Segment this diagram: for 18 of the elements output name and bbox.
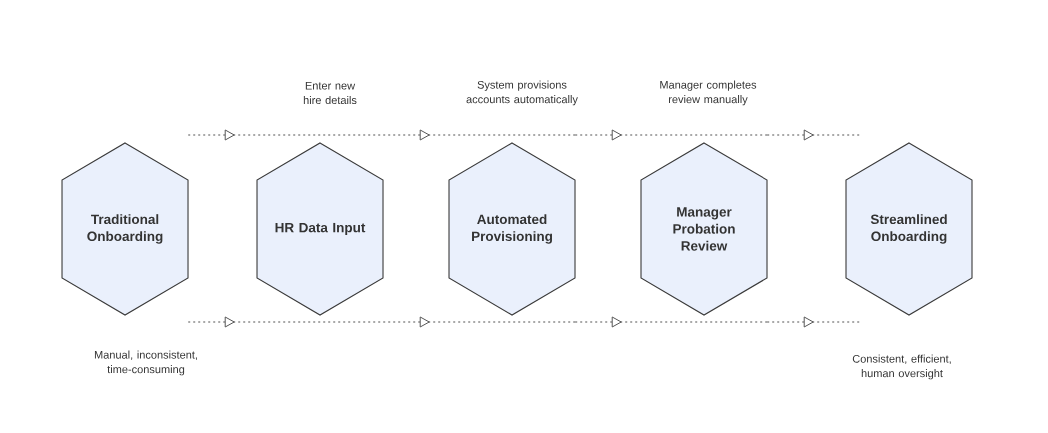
hexagon-node: Automated Provisioning <box>448 142 576 316</box>
side-note: System provisions accounts automatically <box>466 80 578 106</box>
dotted-arrow <box>766 316 861 328</box>
dotted-arrow <box>187 129 384 141</box>
dotted-arrow <box>574 316 768 328</box>
dotted-arrow <box>574 129 768 141</box>
side-note: Manual, inconsistent, time-consuming <box>94 350 197 376</box>
hexagon-node: Streamlined Onboarding <box>845 142 973 316</box>
hexagon-node: HR Data Input <box>256 142 384 316</box>
side-note: Consistent, efficient, human oversight <box>852 354 951 380</box>
hexagon-node: Manager Probation Review <box>640 142 768 316</box>
dotted-arrow <box>382 316 576 328</box>
dotted-arrow <box>766 129 861 141</box>
dotted-arrow <box>187 316 384 328</box>
side-note: Enter new hire details <box>303 81 357 105</box>
side-note: Manager completes review manually <box>660 80 757 106</box>
dotted-arrow <box>382 129 576 141</box>
hexagon-node: Traditional Onboarding <box>61 142 189 316</box>
